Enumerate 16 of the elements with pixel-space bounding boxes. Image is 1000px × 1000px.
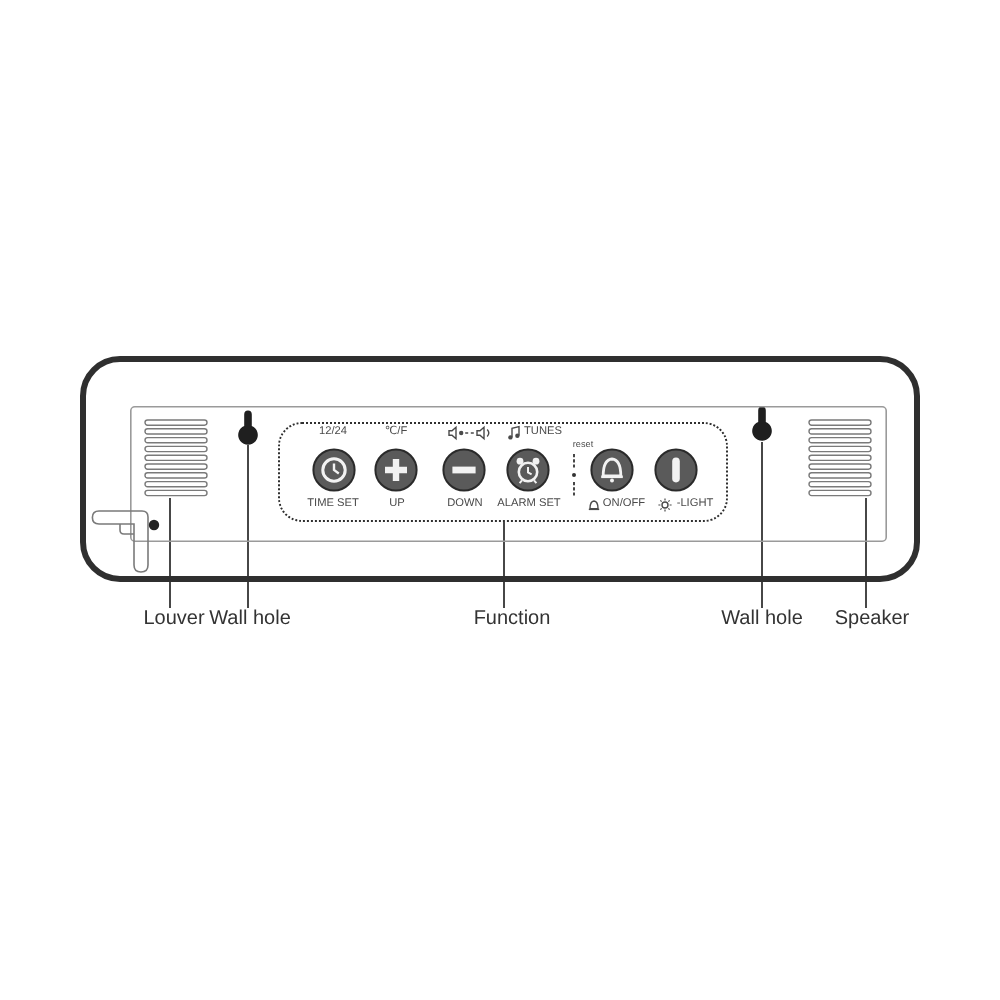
leader-line <box>503 521 505 609</box>
slot-grille-icon <box>144 418 208 498</box>
keyhole-icon <box>752 406 772 442</box>
part-label: Function <box>473 608 551 632</box>
device-body <box>80 356 920 582</box>
part-label: Speaker <box>834 608 910 632</box>
part-label: Wall hole <box>721 608 803 632</box>
leader-line <box>865 497 867 609</box>
part-label: Wall hole <box>209 608 291 632</box>
keyhole-icon <box>238 409 258 445</box>
leader-line <box>247 444 249 609</box>
leader-line <box>169 497 171 609</box>
button-panel <box>278 422 728 522</box>
part-label: Louver <box>143 608 205 632</box>
slot-grille-icon <box>808 418 872 498</box>
leader-line <box>761 441 763 609</box>
